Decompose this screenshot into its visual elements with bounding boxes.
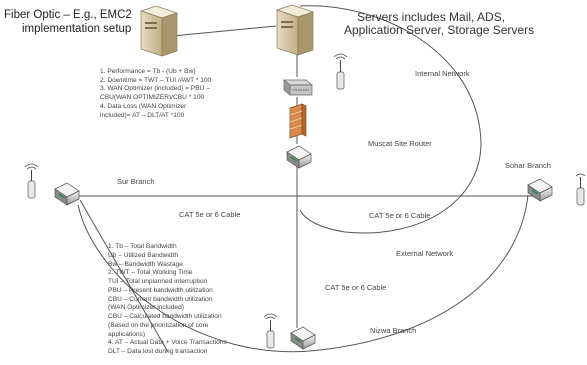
nizwa-branch-label: Nizwa Branch xyxy=(370,326,417,335)
title-line-1: Fiber Optic – E.g., EMC2 xyxy=(4,9,132,21)
legend-line: PBU – Present bandwidth utilization xyxy=(108,286,213,294)
legend-line: Bw – Bandwidth Wastage xyxy=(108,260,183,268)
firewall-icon xyxy=(289,103,307,139)
cable-label-bottom: CAT 5e or 6 Cable xyxy=(325,283,387,292)
legend-line: Ub – Utilized Bandwidth xyxy=(108,251,179,259)
external-network-label: External Network xyxy=(396,249,454,258)
legend-line: 2. TWT – Total Working Time xyxy=(108,269,193,277)
main-server-icon xyxy=(275,4,315,56)
legend-line: 4. AT – Actual Data + Voice Transactions xyxy=(108,339,227,347)
sohar-router-icon xyxy=(527,178,553,202)
muscat-router-label: Muscat Site Router xyxy=(368,139,432,148)
sohar-branch-label: Sohar Branch xyxy=(505,161,551,170)
legend-line: applications) xyxy=(108,330,146,338)
legend-line: CBU – Calculated bandwidth utilization xyxy=(108,313,222,321)
formula-line: included)= AT – DLT/AT *100 xyxy=(100,111,185,119)
legend-line: (WAN Optimizer included) xyxy=(108,304,184,312)
formula-line: CBU(WAN OPTIMIZER)/CBU * 100 xyxy=(100,94,205,102)
legend-line: (Based on the prioritization of core xyxy=(108,321,209,329)
wireless-antenna-icon xyxy=(333,53,348,90)
network-switch-icon xyxy=(283,79,313,96)
servers-description-line-2: Application Server, Storage Servers xyxy=(344,23,535,37)
formula-line: 2. Downtime = TWT – TUI /AWT * 100 xyxy=(100,76,212,84)
legend-list: 1. Tb – Total Bandwidth Ub – Utilized Ba… xyxy=(108,243,227,357)
wireless-antenna-icon xyxy=(24,163,39,199)
muscat-router-icon xyxy=(286,145,312,169)
wireless-antenna-icon xyxy=(263,313,278,349)
wireless-antenna-icon xyxy=(575,173,586,206)
formula-line: 3. WAN Optimizer (included) = PBU – xyxy=(100,85,210,93)
nizwa-router-icon xyxy=(290,326,316,350)
internal-network-label: Internal Network xyxy=(415,69,470,78)
cable-label-right: CAT 5e or 6 Cable xyxy=(369,211,431,220)
formula-list: 1. Performance = Tb - (Ub + Bw) 2. Downt… xyxy=(100,68,211,120)
servers-description-line-1: Servers includes Mail, ADS, xyxy=(357,10,506,24)
title-line-2: implementation setup xyxy=(22,23,132,35)
internal-network-boundary xyxy=(299,5,482,234)
sur-branch-label: Sur Branch xyxy=(117,177,155,186)
legend-line: DLT – Data lost during transaction xyxy=(108,348,208,356)
legend-line: TUI – Total unplanned interruption xyxy=(108,278,208,286)
cable-label-left: CAT 5e or 6 Cable xyxy=(179,210,241,219)
formula-line: 1. Performance = Tb - (Ub + Bw) xyxy=(100,68,196,75)
external-network-boundary xyxy=(77,194,529,353)
legend-line: 1. Tb – Total Bandwidth xyxy=(108,243,177,250)
sur-router-icon xyxy=(54,182,80,206)
formula-line: 4. Data Loss (WAN Optimizer xyxy=(100,102,187,110)
legend-line: CBU – Current bandwidth utilization xyxy=(108,295,213,303)
fiber-server-icon xyxy=(139,5,179,57)
